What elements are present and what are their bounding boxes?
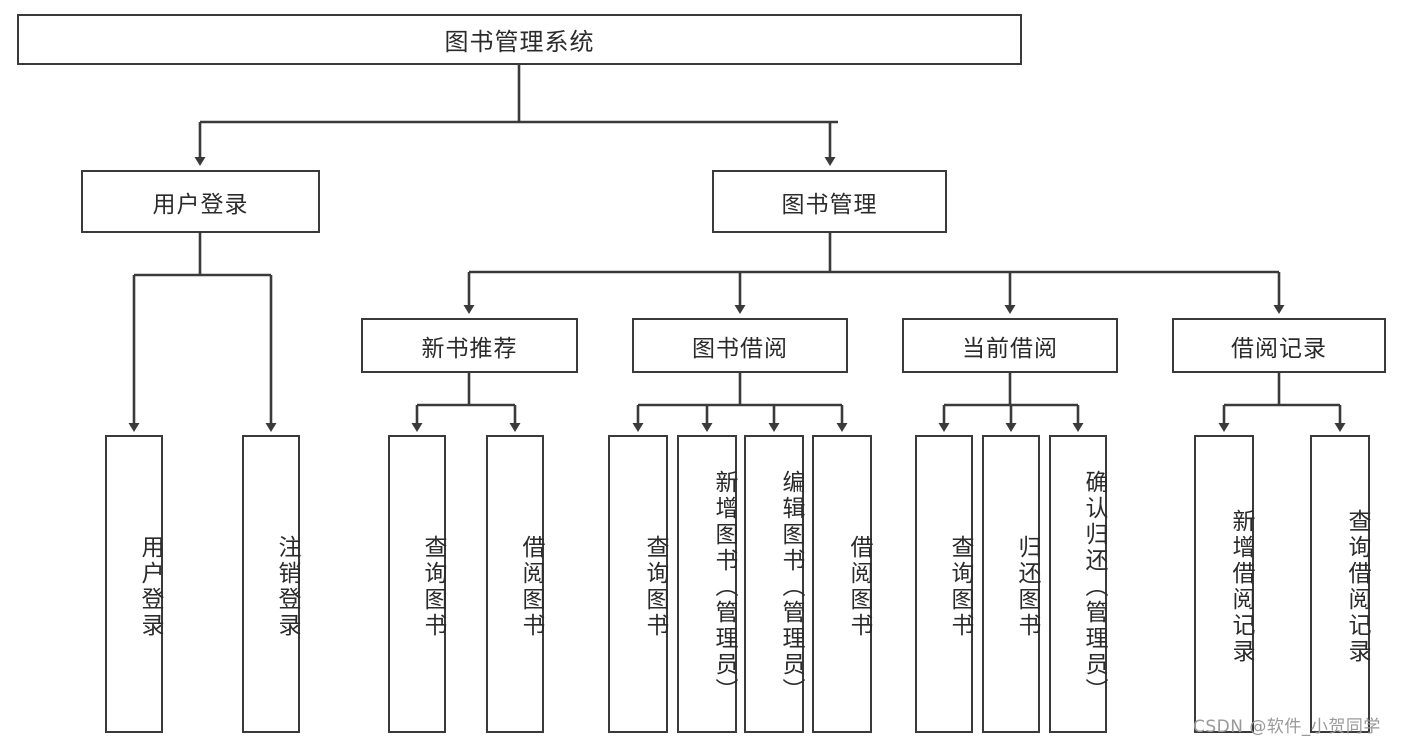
node-leaf-edit-book-label: 编辑图书（管理员） bbox=[778, 470, 804, 704]
node-user-login-label: 用户登录 bbox=[152, 191, 249, 218]
node-leaf-borrow-book-bb-label: 借阅图书 bbox=[846, 535, 872, 639]
node-book-manage[interactable]: 图书管理 bbox=[712, 170, 947, 233]
node-leaf-return-book[interactable]: 归还图书 bbox=[982, 435, 1040, 733]
node-leaf-user-logout[interactable]: 注销登录 bbox=[242, 435, 300, 733]
node-borrow-record[interactable]: 借阅记录 bbox=[1172, 318, 1386, 373]
node-new-book-rec[interactable]: 新书推荐 bbox=[361, 318, 578, 373]
node-current-borrow[interactable]: 当前借阅 bbox=[902, 318, 1118, 373]
node-root[interactable]: 图书管理系统 bbox=[17, 14, 1022, 65]
node-leaf-query-book-cb-label: 查询图书 bbox=[947, 535, 973, 639]
node-leaf-add-book-label: 新增图书（管理员） bbox=[711, 470, 737, 704]
node-book-borrow[interactable]: 图书借阅 bbox=[632, 318, 848, 373]
node-leaf-borrow-book-bb[interactable]: 借阅图书 bbox=[812, 435, 872, 733]
csdn-watermark: CSDN @软件_小贺同学 bbox=[1193, 717, 1381, 737]
node-leaf-query-record[interactable]: 查询借阅记录 bbox=[1310, 435, 1370, 733]
node-leaf-confirm-return-label: 确认归还（管理员） bbox=[1081, 470, 1107, 704]
node-leaf-query-record-label: 查询借阅记录 bbox=[1344, 509, 1370, 665]
node-leaf-confirm-return[interactable]: 确认归还（管理员） bbox=[1049, 435, 1107, 733]
node-leaf-query-book-bb[interactable]: 查询图书 bbox=[608, 435, 668, 733]
node-leaf-borrow-book-rec-label: 借阅图书 bbox=[518, 535, 544, 639]
node-book-borrow-label: 图书借阅 bbox=[692, 335, 788, 362]
node-leaf-query-book-rec-label: 查询图书 bbox=[420, 535, 446, 639]
node-user-login[interactable]: 用户登录 bbox=[81, 170, 320, 233]
node-leaf-add-record-label: 新增借阅记录 bbox=[1228, 509, 1254, 665]
node-leaf-add-record[interactable]: 新增借阅记录 bbox=[1194, 435, 1254, 733]
node-leaf-query-book-rec[interactable]: 查询图书 bbox=[388, 435, 446, 733]
node-leaf-user-login[interactable]: 用户登录 bbox=[105, 435, 163, 733]
node-current-borrow-label: 当前借阅 bbox=[962, 335, 1058, 362]
node-leaf-edit-book[interactable]: 编辑图书（管理员） bbox=[744, 435, 804, 733]
node-book-manage-label: 图书管理 bbox=[781, 191, 878, 218]
node-leaf-user-login-label: 用户登录 bbox=[137, 535, 163, 639]
node-leaf-return-book-label: 归还图书 bbox=[1014, 535, 1040, 639]
node-leaf-borrow-book-rec[interactable]: 借阅图书 bbox=[486, 435, 544, 733]
node-borrow-record-label: 借阅记录 bbox=[1231, 335, 1327, 362]
node-leaf-query-book-cb[interactable]: 查询图书 bbox=[915, 435, 973, 733]
node-leaf-query-book-bb-label: 查询图书 bbox=[642, 535, 668, 639]
node-new-book-rec-label: 新书推荐 bbox=[421, 335, 518, 362]
node-root-label: 图书管理系统 bbox=[444, 28, 595, 56]
node-leaf-add-book[interactable]: 新增图书（管理员） bbox=[677, 435, 737, 733]
node-leaf-user-logout-label: 注销登录 bbox=[274, 535, 300, 639]
